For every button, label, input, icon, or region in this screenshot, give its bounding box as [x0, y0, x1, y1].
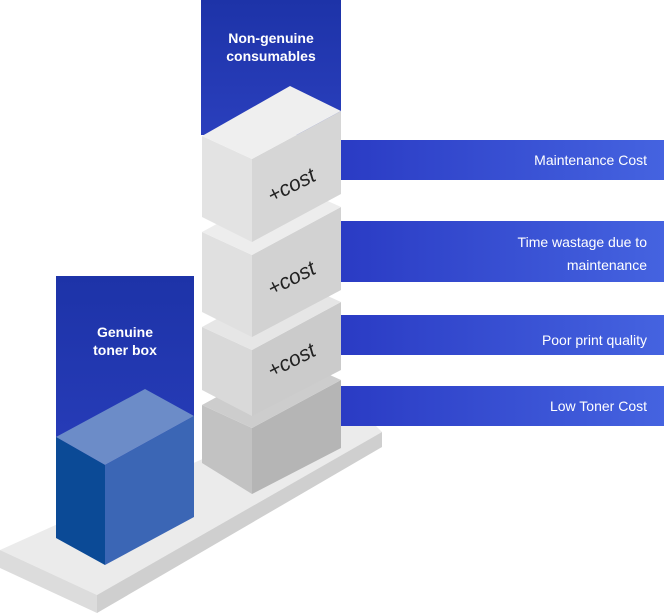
genuine-title-line1: Genuine: [97, 324, 153, 340]
genuine-toner-box: [56, 389, 194, 565]
band-time-wastage: Time wastage due to maintenance: [341, 221, 664, 282]
genuine-title-line2: toner box: [93, 342, 157, 358]
band-label: Maintenance Cost: [534, 152, 647, 168]
cost-box-1: +cost: [202, 86, 341, 242]
band-label-line2: maintenance: [567, 257, 647, 273]
non-genuine-title-line2: consumables: [226, 48, 316, 64]
band-label: Low Toner Cost: [550, 398, 647, 414]
band-label: Poor print quality: [542, 332, 647, 348]
non-genuine-title-line1: Non-genuine: [228, 30, 314, 46]
band-low-toner-cost: Low Toner Cost: [341, 386, 664, 426]
band-poor-print-quality: Poor print quality: [341, 315, 664, 355]
band-maintenance-cost: Maintenance Cost: [341, 140, 664, 180]
band-label-line1: Time wastage due to: [518, 234, 648, 250]
